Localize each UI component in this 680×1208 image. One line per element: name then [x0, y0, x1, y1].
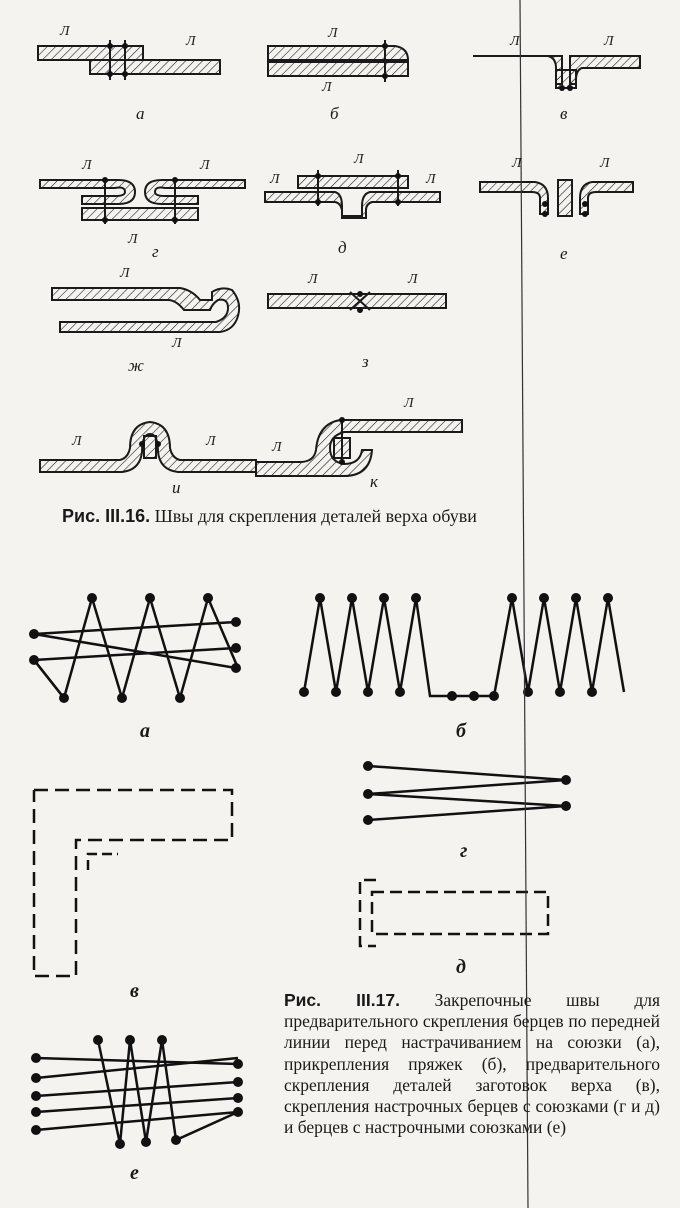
fig16-label-e: е [560, 244, 568, 263]
fig17-label-d: д [456, 956, 466, 978]
seam-v [473, 55, 641, 89]
layer-letter: Л [206, 434, 216, 449]
layer-letter: Л [600, 156, 610, 171]
stitch-b [302, 597, 626, 698]
layer-letter: Л [512, 156, 522, 171]
fig16-label-z: з [362, 352, 369, 371]
layer-letter: Л [426, 172, 436, 187]
layer-letter: Л [408, 272, 418, 287]
fig16-label-d: д [338, 238, 347, 257]
fig17-label-g: г [460, 840, 468, 862]
layer-letter: Л [200, 158, 210, 173]
fig16-label-g: г [152, 242, 159, 261]
seam-k [255, 419, 463, 477]
fig17-label-a: а [140, 720, 150, 742]
fig17-caption: Рис. III.17. Закрепочные швы для предвар… [284, 990, 660, 1138]
fig17-caption-text: Закрепочные швы для предварительного скр… [284, 990, 661, 1138]
layer-letter: Л [604, 34, 614, 49]
layer-letter: Л [120, 266, 130, 281]
seam-zh [51, 287, 241, 333]
fig16-caption-text: Швы для скрепления деталей верха обуви [154, 506, 477, 526]
fig16-label-zh: ж [128, 356, 144, 375]
fig17-label-b: б [456, 720, 466, 742]
seam-g [39, 178, 246, 224]
layer-letter: Л [404, 396, 414, 411]
layer-letter: Л [354, 152, 364, 167]
stitch-e [35, 1039, 239, 1145]
layer-letter: Л [60, 24, 70, 39]
seam-d [264, 170, 441, 219]
layer-letter: Л [72, 434, 82, 449]
layer-letter: Л [510, 34, 520, 49]
fig16-caption: Рис. III.16. Швы для скрепления деталей … [62, 506, 477, 527]
fig17-caption-number: Рис. III.17. [284, 990, 400, 1010]
page-fold-line [519, 0, 529, 1208]
layer-letter: Л [328, 26, 338, 41]
fig16-caption-number: Рис. III.16. [62, 506, 151, 526]
fig16-label-a: а [136, 104, 145, 123]
stitch-v [32, 788, 234, 978]
fig17-label-e: е [130, 1162, 139, 1184]
fig16-label-v: в [560, 104, 568, 123]
fig16-label-k: к [370, 472, 378, 491]
fig16-label-b: б [330, 104, 339, 123]
layer-letter: Л [272, 440, 282, 455]
layer-letter: Л [172, 336, 182, 351]
seam-a [37, 40, 221, 80]
layer-letter: Л [186, 34, 196, 49]
stitch-a [33, 593, 240, 703]
layer-letter: Л [82, 158, 92, 173]
stitch-g [367, 764, 567, 822]
layer-letter: Л [270, 172, 280, 187]
seam-e [479, 179, 634, 217]
layer-letter: Л [308, 272, 318, 287]
seam-z [267, 291, 447, 311]
fig16-label-i: и [172, 478, 181, 497]
fig17-label-v: в [130, 980, 139, 1002]
layer-letter: Л [128, 232, 138, 247]
layer-letter: Л [322, 80, 332, 95]
stitch-d [358, 878, 550, 948]
